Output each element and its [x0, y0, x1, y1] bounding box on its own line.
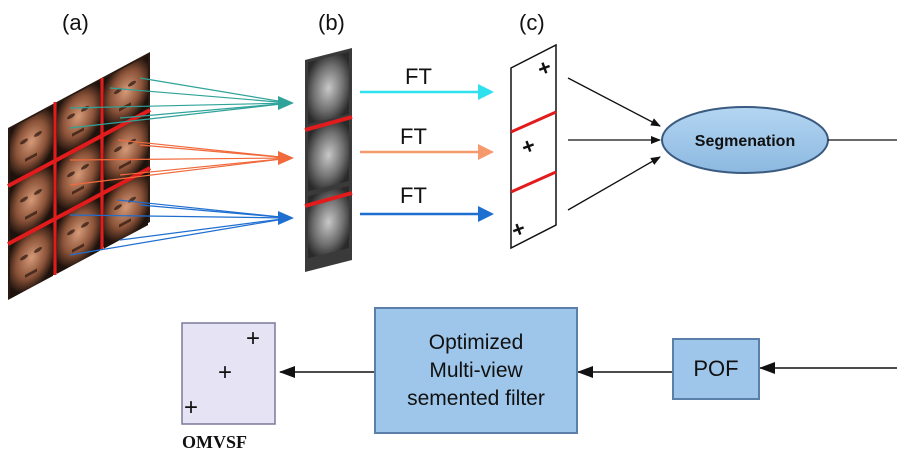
- arrowhead-orange: [278, 151, 294, 165]
- column-divider-bottom: [304, 191, 353, 208]
- ft-arrow-bot: [360, 206, 494, 222]
- segmentation-input-arrows: [567, 77, 661, 211]
- face-grid-image: [7, 52, 151, 300]
- omvsf-plus-top: +: [246, 325, 261, 352]
- ft-label-mid: FT: [400, 124, 427, 149]
- fan-arrows-teal: [69, 77, 291, 129]
- grayscale-column-image: [304, 48, 353, 272]
- omvsf-plus-bot: +: [184, 394, 199, 421]
- pof-label: POF: [693, 356, 739, 381]
- omvsf-caption: OMVSF: [182, 432, 247, 452]
- optimized-filter-line2: Multi-view: [429, 358, 523, 382]
- optimized-filter-line1: Optimized: [428, 330, 524, 354]
- ft-label-bot: FT: [400, 183, 427, 208]
- frequency-strip: + + +: [508, 43, 557, 250]
- grid-divider-top: [7, 108, 151, 188]
- panel-label-b: (b): [318, 10, 345, 35]
- ft-arrow-mid: [360, 144, 494, 160]
- column-divider-top: [304, 115, 353, 132]
- fan-arrows-blue: [69, 199, 291, 256]
- grid-divider-bottom: [7, 166, 151, 246]
- fan-arrows-orange: [69, 139, 291, 186]
- pof-box: POF: [672, 338, 760, 400]
- panel-label-c: (c): [519, 10, 545, 35]
- segmentation-label: Segmenation: [695, 133, 795, 150]
- arrowhead-teal: [278, 96, 294, 110]
- ft-label-top: FT: [405, 64, 432, 89]
- optimized-filter-box: Optimized Multi-view semented filter: [374, 307, 578, 434]
- optimized-filter-line3: semented filter: [407, 386, 545, 410]
- panel-label-a: (a): [62, 10, 89, 35]
- arrowhead-blue: [278, 211, 294, 225]
- omvsf-box: [181, 322, 276, 425]
- omvsf-plus-mid: +: [218, 359, 233, 386]
- ft-arrow-top: [360, 84, 494, 100]
